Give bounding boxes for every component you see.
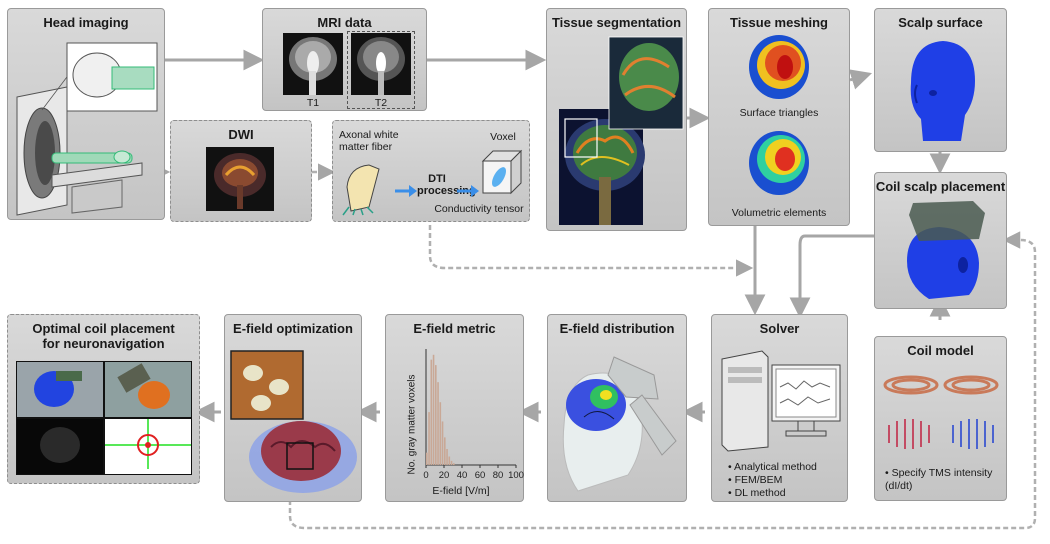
optimal-coil-placement-box: Optimal coil placement for neuronavigati… xyxy=(7,314,200,484)
efield-head-icon xyxy=(562,356,677,492)
coil-model-box: Coil model Specify TMS intensity (dI/dt) xyxy=(874,336,1007,501)
dwi-image xyxy=(206,147,274,211)
dwi-title: DWI xyxy=(228,127,254,142)
tissue-meshing-box: Tissue meshing Surface triangles Volumet… xyxy=(708,8,850,226)
surface-mesh-head xyxy=(749,35,809,99)
chart-ylabel: No. gray matter voxels xyxy=(406,374,418,475)
hist-bar xyxy=(441,421,444,465)
hist-bar xyxy=(446,448,448,465)
hist-bar xyxy=(439,402,442,465)
process-arrow-2 xyxy=(457,185,479,197)
axonal-fiber-icon xyxy=(342,164,380,216)
hist-tick-label: 60 xyxy=(475,470,486,481)
solver-method-analytical: Analytical method xyxy=(728,461,817,474)
tissue-meshing-title: Tissue meshing xyxy=(729,15,828,30)
volumetric-mesh-head xyxy=(749,131,809,195)
hist-bar xyxy=(432,354,435,465)
computer-icon xyxy=(721,350,841,452)
head-imaging-box: Head imaging xyxy=(7,8,165,220)
optimization-brain-icon xyxy=(230,350,357,493)
dwi-box: DWI xyxy=(170,120,312,222)
fiber-label: Axonal white matter fiber xyxy=(339,129,399,153)
scalp-head-icon xyxy=(910,41,975,141)
tissue-segmentation-box: Tissue segmentation xyxy=(546,8,687,231)
hist-tick-label: 40 xyxy=(457,470,468,481)
t2-dashed-frame xyxy=(347,31,415,109)
t2-mri-image xyxy=(351,33,411,95)
t1-mri-image xyxy=(283,33,343,95)
mri-data-title: MRI data xyxy=(317,15,372,30)
coil-scalp-placement-title: Coil scalp placement xyxy=(875,179,1006,194)
solver-title: Solver xyxy=(759,321,800,336)
hist-bar xyxy=(430,359,433,465)
hist-tick-label: 0 xyxy=(423,470,428,481)
efield-optimization-box: E-field optimization xyxy=(224,314,362,502)
mri-scanner-illustration xyxy=(16,42,158,216)
dti-box: Axonal white matter fiber DTI processing… xyxy=(332,120,530,222)
process-arrow-1 xyxy=(395,185,417,197)
dti-processing-label: DTI processing xyxy=(417,173,476,197)
hist-bar xyxy=(426,452,428,465)
coil-model-title: Coil model xyxy=(907,343,974,358)
hist-bar xyxy=(435,365,437,465)
neuronavigation-screen xyxy=(16,361,192,475)
solver-method-fem-bem: FEM/BEM xyxy=(728,474,817,487)
t2-label: T2 xyxy=(374,97,388,109)
surface-triangles-label: Surface triangles xyxy=(739,107,819,119)
hist-bar xyxy=(450,460,453,465)
efield-distribution-title: E-field distribution xyxy=(559,321,675,336)
efield-histogram: 0 20 40 60 80 100 xyxy=(423,349,524,481)
coil-on-scalp-icon xyxy=(907,201,985,299)
chart-xlabel: E-field [V/m] xyxy=(432,485,490,497)
hist-bar xyxy=(428,412,430,465)
voxel-label: Voxel xyxy=(490,131,516,143)
hist-bar xyxy=(437,382,439,465)
solver-box: Solver Analytical method FEM/BEM DL meth… xyxy=(711,314,848,502)
coil-scalp-placement-box: Coil scalp placement xyxy=(874,172,1007,309)
head-imaging-title: Head imaging xyxy=(43,15,129,30)
conductivity-tensor-label: Conductivity tensor xyxy=(434,203,524,215)
t1-label: T1 xyxy=(306,97,320,109)
solver-method-dl: DL method xyxy=(728,487,817,500)
hist-bar xyxy=(448,456,451,465)
hist-tick-label: 100 xyxy=(508,470,524,481)
coil-windings-icon xyxy=(883,375,999,449)
hist-tick-label: 20 xyxy=(439,470,450,481)
optimal-coil-title-line1: Optimal coil placement xyxy=(32,321,175,336)
hist-bar xyxy=(453,463,455,465)
efield-optimization-title: E-field optimization xyxy=(233,321,353,336)
efield-metric-title: E-field metric xyxy=(413,321,496,336)
efield-distribution-box: E-field distribution xyxy=(547,314,687,502)
solver-methods-list: Analytical method FEM/BEM DL method xyxy=(728,461,817,500)
optimal-coil-title-line2: for neuronavigation xyxy=(42,336,165,351)
scalp-surface-title: Scalp surface xyxy=(898,15,983,30)
voxel-cube-icon xyxy=(481,149,523,195)
tissue-segmentation-title: Tissue segmentation xyxy=(551,15,682,30)
coil-model-bullet: Specify TMS intensity (dI/dt) xyxy=(885,467,1003,493)
volumetric-elements-label: Volumetric elements xyxy=(731,207,827,219)
hist-bar xyxy=(444,437,446,465)
mri-data-box: MRI data T1 T2 xyxy=(262,8,427,111)
tms-intensity-bullet: Specify TMS intensity (dI/dt) xyxy=(885,467,1003,493)
segmentation-image xyxy=(559,36,684,225)
scalp-surface-box: Scalp surface xyxy=(874,8,1007,152)
hist-tick-label: 80 xyxy=(493,470,504,481)
